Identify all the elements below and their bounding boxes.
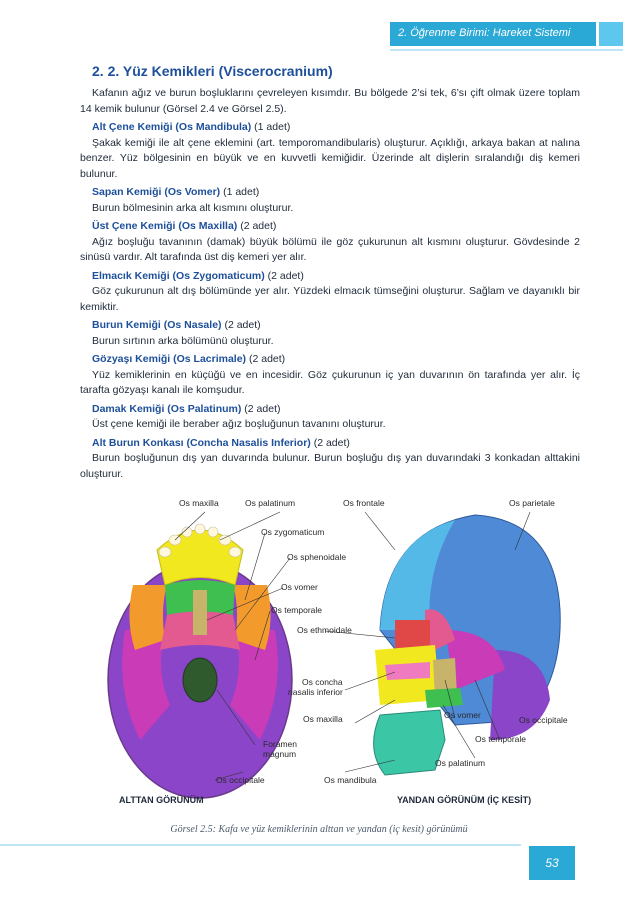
bottom-view-title: ALTTAN GÖRÜNÜM [119, 795, 204, 805]
sphenoid-side [425, 609, 455, 655]
entry-description: Burun bölmesinin arka alt kısmını oluştu… [92, 201, 294, 214]
label-os-maxilla: Os maxilla [179, 498, 219, 508]
entry-count: (2 adet) [264, 269, 304, 282]
upper-teeth [158, 523, 242, 558]
entry-name: Gözyaşı Kemiği (Os Lacrimale) [92, 353, 247, 365]
label-os-maxilla-side: Os maxilla [303, 714, 343, 724]
label-os-vomer: Os vomer [281, 582, 318, 592]
page-number: 53 [529, 846, 575, 880]
zygomatic-left [129, 585, 167, 650]
entry-description: Burun sırtının arka bölümünü oluşturur. [92, 334, 274, 347]
foramen-magnum [182, 657, 218, 703]
entry-heading: Alt Burun Konkası (Concha Nasalis Inferi… [80, 436, 580, 452]
entry-name: Alt Çene Kemiği (Os Mandibula) [92, 121, 252, 133]
entry-name: Burun Kemiği (Os Nasale) [92, 319, 222, 331]
entry-heading: Sapan Kemiği (Os Vomer) (1 adet) [80, 185, 580, 201]
header-divider [390, 49, 623, 51]
label-os-mandibula: Os mandibula [324, 775, 377, 785]
entry-description: Burun boşluğunun dış yan duvarında bulun… [80, 452, 580, 480]
label-os-parietale: Os parietale [509, 498, 555, 508]
body-text: Kafanın ağız ve burun boşluklarını çevre… [80, 86, 580, 482]
side-view-title: YANDAN GÖRÜNÜM (İÇ KESİT) [397, 795, 532, 805]
zygomatic-right [233, 585, 271, 650]
unit-header-bar: 2. Öğrenme Birimi: Hareket Sistemi [390, 22, 596, 46]
footer-divider [0, 844, 521, 846]
entry-heading: Üst Çene Kemiği (Os Maxilla) (2 adet) [80, 219, 580, 235]
occipital-side [490, 650, 550, 740]
entry-count: (2 adet) [237, 220, 277, 232]
skull-figure: Os maxilla Os palatinum Os frontale Os p… [95, 490, 568, 806]
entry-description: Ağız boşluğu tavanının (damak) büyük böl… [80, 235, 580, 264]
label-os-ethmoidale: Os ethmoidale [297, 625, 352, 635]
label-foramen-line1: Foramen [263, 739, 298, 749]
entry-heading: Burun Kemiği (Os Nasale) (2 adet) [80, 318, 580, 334]
entry-count: (1 adet) [251, 121, 291, 133]
entry-count: (1 adet) [220, 186, 260, 198]
entry-heading: Alt Çene Kemiği (Os Mandibula) (1 adet) [80, 120, 580, 136]
header-accent-square [599, 22, 623, 46]
entry-heading: Damak Kemiği (Os Palatinum) (2 adet) [80, 402, 580, 418]
entry-description: Şakak kemiği ile alt çene eklemini (art.… [80, 136, 580, 180]
skull-illustration [107, 511, 561, 799]
concha [385, 662, 430, 680]
entry-heading: Elmacık Kemiği (Os Zygomaticum) (2 adet) [80, 269, 580, 285]
entry-description: Üst çene kemiği ile beraber ağız boşluğu… [92, 418, 386, 430]
temporal-side [445, 630, 505, 690]
entry-name: Sapan Kemiği (Os Vomer) [92, 186, 221, 198]
entry-name: Alt Burun Konkası (Concha Nasalis Inferi… [92, 436, 311, 449]
label-os-zygomaticum: Os zygomaticum [261, 527, 325, 537]
label-os-vomer-side: Os vomer [444, 710, 481, 720]
label-os-palatinum-side: Os palatinum [435, 758, 486, 768]
label-os-temporale-side: Os temporale [475, 734, 527, 744]
label-os-concha-line2: nasalis inferior [288, 687, 343, 697]
vomer-side [433, 658, 457, 698]
unit-header-label: 2. Öğrenme Birimi: Hareket Sistemi [398, 27, 571, 39]
vomer [193, 590, 207, 635]
entry-name: Üst Çene Kemiği (Os Maxilla) [92, 220, 238, 232]
entry-description: Göz çukurunun alt dış bölümünde yer alır… [80, 285, 580, 313]
label-os-occipitale-side: Os occipitale [519, 715, 568, 725]
label-os-frontale: Os frontale [343, 498, 385, 508]
label-os-concha-line1: Os concha [302, 677, 343, 687]
palatine-side [425, 688, 463, 708]
leader-lines [174, 511, 531, 781]
temporal-right [230, 630, 278, 740]
entry-count: (2 adet) [246, 353, 286, 365]
entry-heading: Gözyaşı Kemiği (Os Lacrimale) (2 adet) [80, 352, 580, 368]
frontal [380, 520, 455, 630]
skull-bottom-view [107, 523, 293, 799]
temporal-left [122, 630, 170, 740]
entry-count: (2 adet) [310, 436, 350, 449]
section-title: 2. 2. Yüz Kemikleri (Viscerocranium) [92, 63, 333, 79]
entry-name: Damak Kemiği (Os Palatinum) [92, 402, 242, 415]
entry-description: Yüz kemiklerinin en küçüğü ve en incesid… [80, 368, 580, 397]
figure-caption: Görsel 2.5: Kafa ve yüz kemiklerinin alt… [170, 824, 468, 835]
entry-name: Elmacık Kemiği (Os Zygomaticum) [92, 269, 265, 282]
mandible [373, 709, 446, 776]
entry-count: (2 adet) [241, 402, 281, 415]
label-os-temporale: Os temporale [271, 605, 323, 615]
skull-side-view [373, 514, 561, 776]
label-os-palatinum: Os palatinum [245, 498, 296, 508]
label-os-occipitale: Os occipitale [216, 775, 265, 785]
label-os-sphenoidale: Os sphenoidale [287, 552, 347, 562]
label-foramen-line2: magnum [263, 749, 297, 759]
intro-paragraph: Kafanın ağız ve burun boşluklarını çevre… [80, 87, 580, 115]
entry-count: (2 adet) [221, 319, 261, 331]
